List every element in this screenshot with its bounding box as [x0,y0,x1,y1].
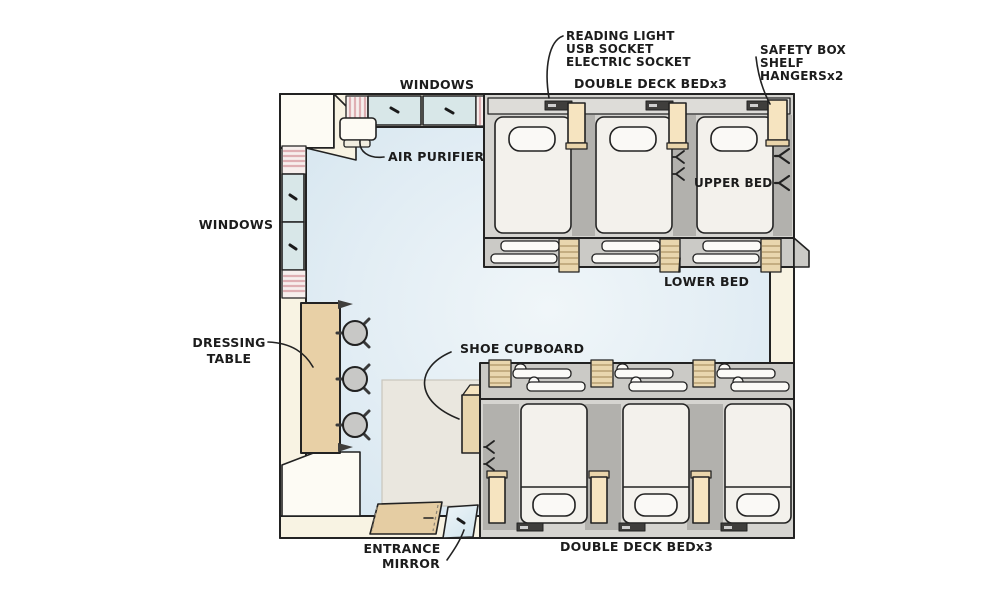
lower-bed-connector [678,257,681,273]
lower-bed-icon [490,253,558,264]
lower-bed-icon [702,240,762,252]
upper-bed-icon [716,368,776,379]
ladder-icon [659,238,681,273]
label-reading-light: READING LIGHT [566,29,675,43]
upper-bed-icon [614,368,674,379]
double-deck-beds-top [483,93,810,273]
hook-icon [672,150,685,164]
entrance-door-icon [369,501,443,535]
label-dressing-table: DRESSING TABLE [192,335,266,366]
upper-beds-strip [479,359,795,401]
label-entrance: ENTRANCE [363,541,441,556]
lower-bed-icon [500,240,560,252]
pillow-icon [532,493,576,517]
label-double-deck-bed-top: DOUBLE DECK BEDx3 [574,76,728,91]
ladder-icon [692,359,716,388]
ladder-icon [558,238,580,273]
label-upper-bed: UPPER BED [694,176,773,190]
double-deck-beds-bottom [479,359,795,539]
label-bed-head-features: READING LIGHT USB SOCKET ELECTRIC SOCKET [566,29,691,70]
label-air-purifier: AIR PURIFIER [388,149,485,164]
socket-panel-icon [516,522,544,532]
lower-bed-mattress [724,403,792,524]
lower-bed-mattress [520,403,588,524]
hanger-icon [773,147,791,165]
upper-bed-icon [628,381,688,392]
reading-light-connector [546,35,564,99]
safety-box-connector [755,56,771,105]
upper-bed-icon [512,368,572,379]
lower-bed-icon [692,253,760,264]
hook-icon [483,440,495,454]
shoe-cupboard-connector [423,351,460,420]
air-purifier-icon [339,117,377,148]
label-windows-left: WINDOWS [198,217,274,232]
upper-bed-icon [730,381,790,392]
pillow-icon [508,126,556,152]
lower-beds-strip [483,237,810,273]
label-double-deck-bed-bottom: DOUBLE DECK BEDx3 [560,539,714,554]
label-lower-bed: LOWER BED [664,274,750,289]
label-safety-box: SAFETY BOX [760,43,847,57]
safety-box-shelf-icon [765,99,790,147]
pillow-icon [736,493,780,517]
lower-bed-icon [591,253,659,264]
hook-icon [483,457,495,471]
label-usb-socket: USB SOCKET [566,42,654,57]
upper-bed-icon [526,381,586,392]
lower-bed-mattress [622,403,690,524]
label-electric-socket: ELECTRIC SOCKET [566,55,691,70]
ladder-icon [590,359,614,388]
bed-head-rail [487,97,791,115]
shelf-box-icon [565,102,588,150]
stool-icon [335,317,371,349]
label-bed-side-features: SAFETY BOX SHELF HANGERSx2 [760,43,847,84]
label-connectors [267,35,771,561]
mirror-connector [446,529,465,561]
hook-icon [672,167,685,181]
air-purifier-connector [359,140,385,159]
label-shoe-cupboard: SHOE CUPBOARD [460,341,585,356]
socket-panel-icon [618,522,646,532]
dressing-table-connector [267,341,314,368]
window-handle-icon [444,107,455,115]
hanger-icon [773,174,791,192]
mirror-icon [442,504,479,539]
dressing-table-icon [300,300,353,454]
label-shelf: SHELF [760,56,804,71]
shelf-box-icon [690,470,712,524]
stool-icon [335,363,371,395]
corner-block-bottom-left [281,451,361,517]
window-handle-icon [389,106,400,114]
curtain-icon [281,269,307,299]
pillow-icon [710,126,758,152]
windows-left-group [281,145,307,299]
shelf-box-icon [486,470,508,524]
window-handle-icon [288,193,298,201]
lower-bed-icon [601,240,661,252]
window-handle-icon [288,243,298,251]
label-mirror: MIRROR [381,556,441,571]
stool-icon [335,409,371,441]
ladder-icon [488,359,512,388]
pillow-icon [634,493,678,517]
shelf-box-icon [588,470,610,524]
ladder-icon [760,238,782,273]
socket-panel-icon [720,522,748,532]
pillow-icon [609,126,657,152]
corner-column [279,93,335,149]
shelf-box-icon [666,102,689,150]
label-hangers: HANGERSx2 [760,69,844,84]
label-windows-top: WINDOWS [399,77,475,92]
